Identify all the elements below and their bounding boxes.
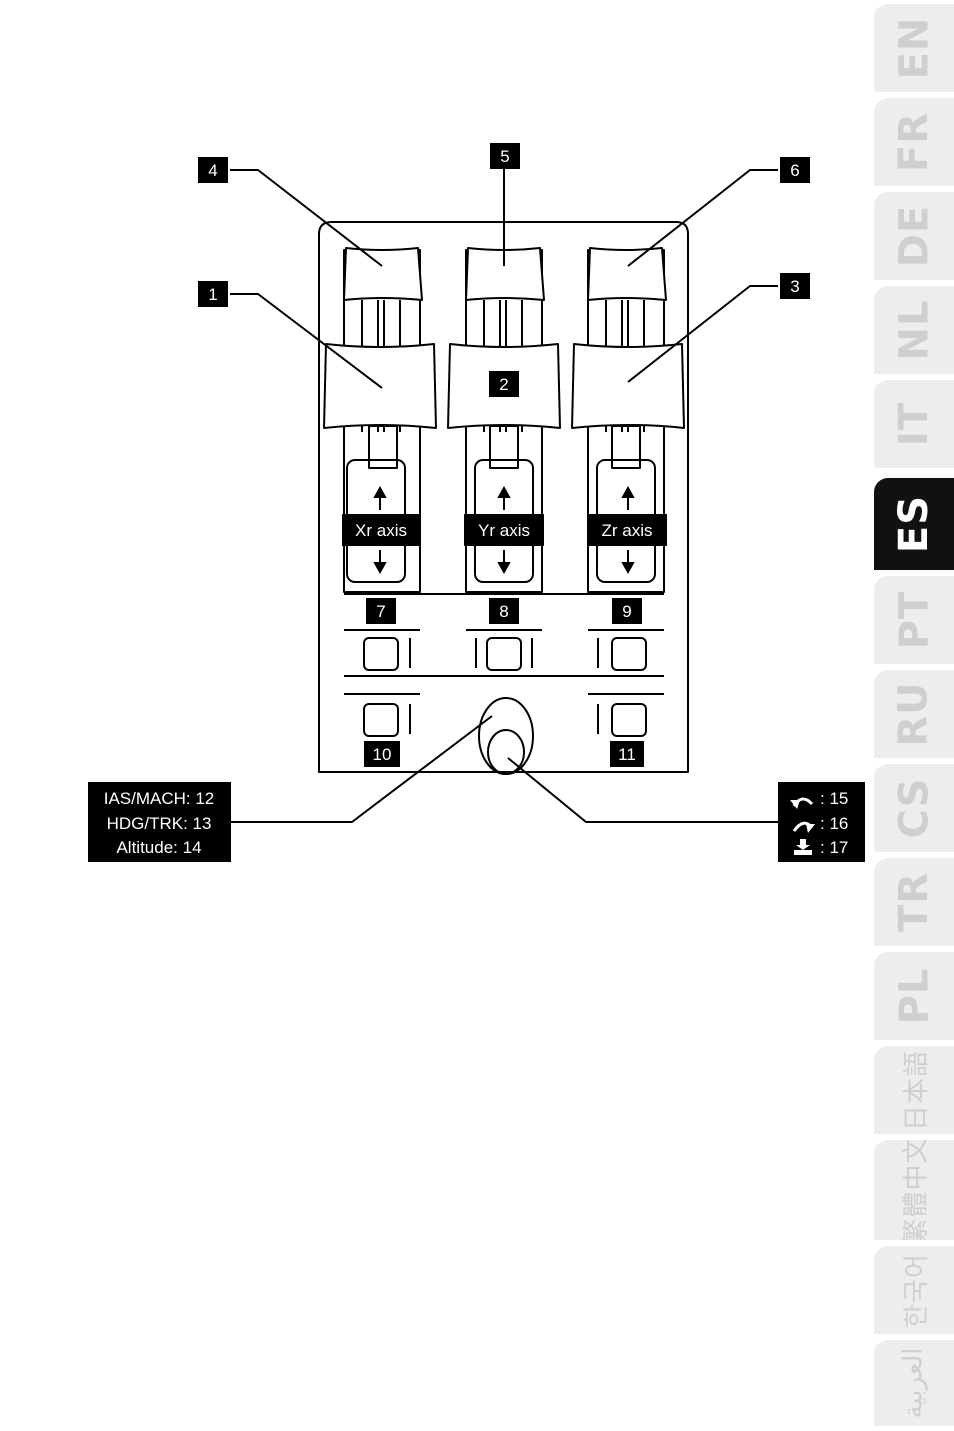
push-down-icon (794, 839, 812, 855)
ias-mach-label: IAS/MACH: 12 (104, 789, 215, 808)
hdg-trk-label: HDG/TRK: 13 (107, 814, 212, 833)
lang-tab-fr[interactable]: FR (874, 98, 954, 186)
callout-10: 10 (373, 745, 392, 764)
lang-tab-nl[interactable]: NL (874, 286, 954, 374)
callout-8: 8 (499, 602, 508, 621)
toggle-switch-11 (588, 693, 664, 737)
language-tabs: EN FR DE NL IT ES PT RU CS TR PL 日本語 繁體中… (874, 0, 954, 1431)
callout-1: 1 (208, 285, 217, 304)
lang-tab-pt[interactable]: PT (874, 576, 954, 664)
toggle-switch-9 (588, 629, 664, 671)
callout-9: 9 (622, 602, 631, 621)
slider-cap-5 (465, 247, 545, 301)
toggle-switch-7 (344, 629, 420, 671)
lang-tab-it[interactable]: IT (874, 380, 954, 468)
slider-cap-4 (343, 247, 423, 301)
lang-tab-ja[interactable]: 日本語 (874, 1046, 954, 1134)
toggle-switch-8 (466, 629, 542, 671)
lang-tab-zh[interactable]: 繁體中文 (874, 1140, 954, 1240)
axis-label-y: Yr axis (478, 521, 530, 540)
axis-label-x: Xr axis (355, 521, 407, 540)
lang-tab-ko[interactable]: 한국어 (874, 1246, 954, 1334)
toggle-switch-10 (344, 693, 420, 737)
knob-actions-box: : 15 : 16 : 17 (778, 782, 865, 862)
axis-label-z: Zr axis (602, 521, 653, 540)
slider-grip-3 (571, 343, 685, 429)
lang-tab-pl[interactable]: PL (874, 952, 954, 1040)
lang-tab-ru[interactable]: RU (874, 670, 954, 758)
leader-lines (230, 166, 778, 823)
lang-tab-de[interactable]: DE (874, 192, 954, 280)
device-diagram: Xr axis Yr axis Zr axis 4 5 6 1 3 2 7 8 … (88, 143, 865, 862)
knob-functions-box: IAS/MACH: 12 HDG/TRK: 13 Altitude: 14 (88, 782, 231, 862)
altitude-label: Altitude: 14 (116, 838, 201, 857)
callout-4: 4 (208, 161, 217, 180)
device-body (318, 221, 689, 773)
callout-11: 11 (618, 745, 636, 764)
lang-tab-ar[interactable]: العربية (874, 1340, 954, 1426)
lang-tab-es[interactable]: ES (874, 478, 954, 570)
rotate-left-value: : 15 (820, 789, 848, 808)
rotate-right-value: : 16 (820, 814, 848, 833)
push-value: : 17 (820, 838, 848, 857)
callout-6: 6 (790, 161, 799, 180)
callout-3: 3 (790, 277, 799, 296)
lang-tab-en[interactable]: EN (874, 4, 954, 92)
rotary-knob (478, 697, 534, 775)
lang-tab-cs[interactable]: CS (874, 764, 954, 852)
lang-tab-tr[interactable]: TR (874, 858, 954, 946)
callout-2: 2 (499, 375, 508, 394)
callout-7: 7 (376, 602, 385, 621)
slider-cap-6 (587, 247, 667, 301)
callout-5: 5 (500, 147, 509, 166)
